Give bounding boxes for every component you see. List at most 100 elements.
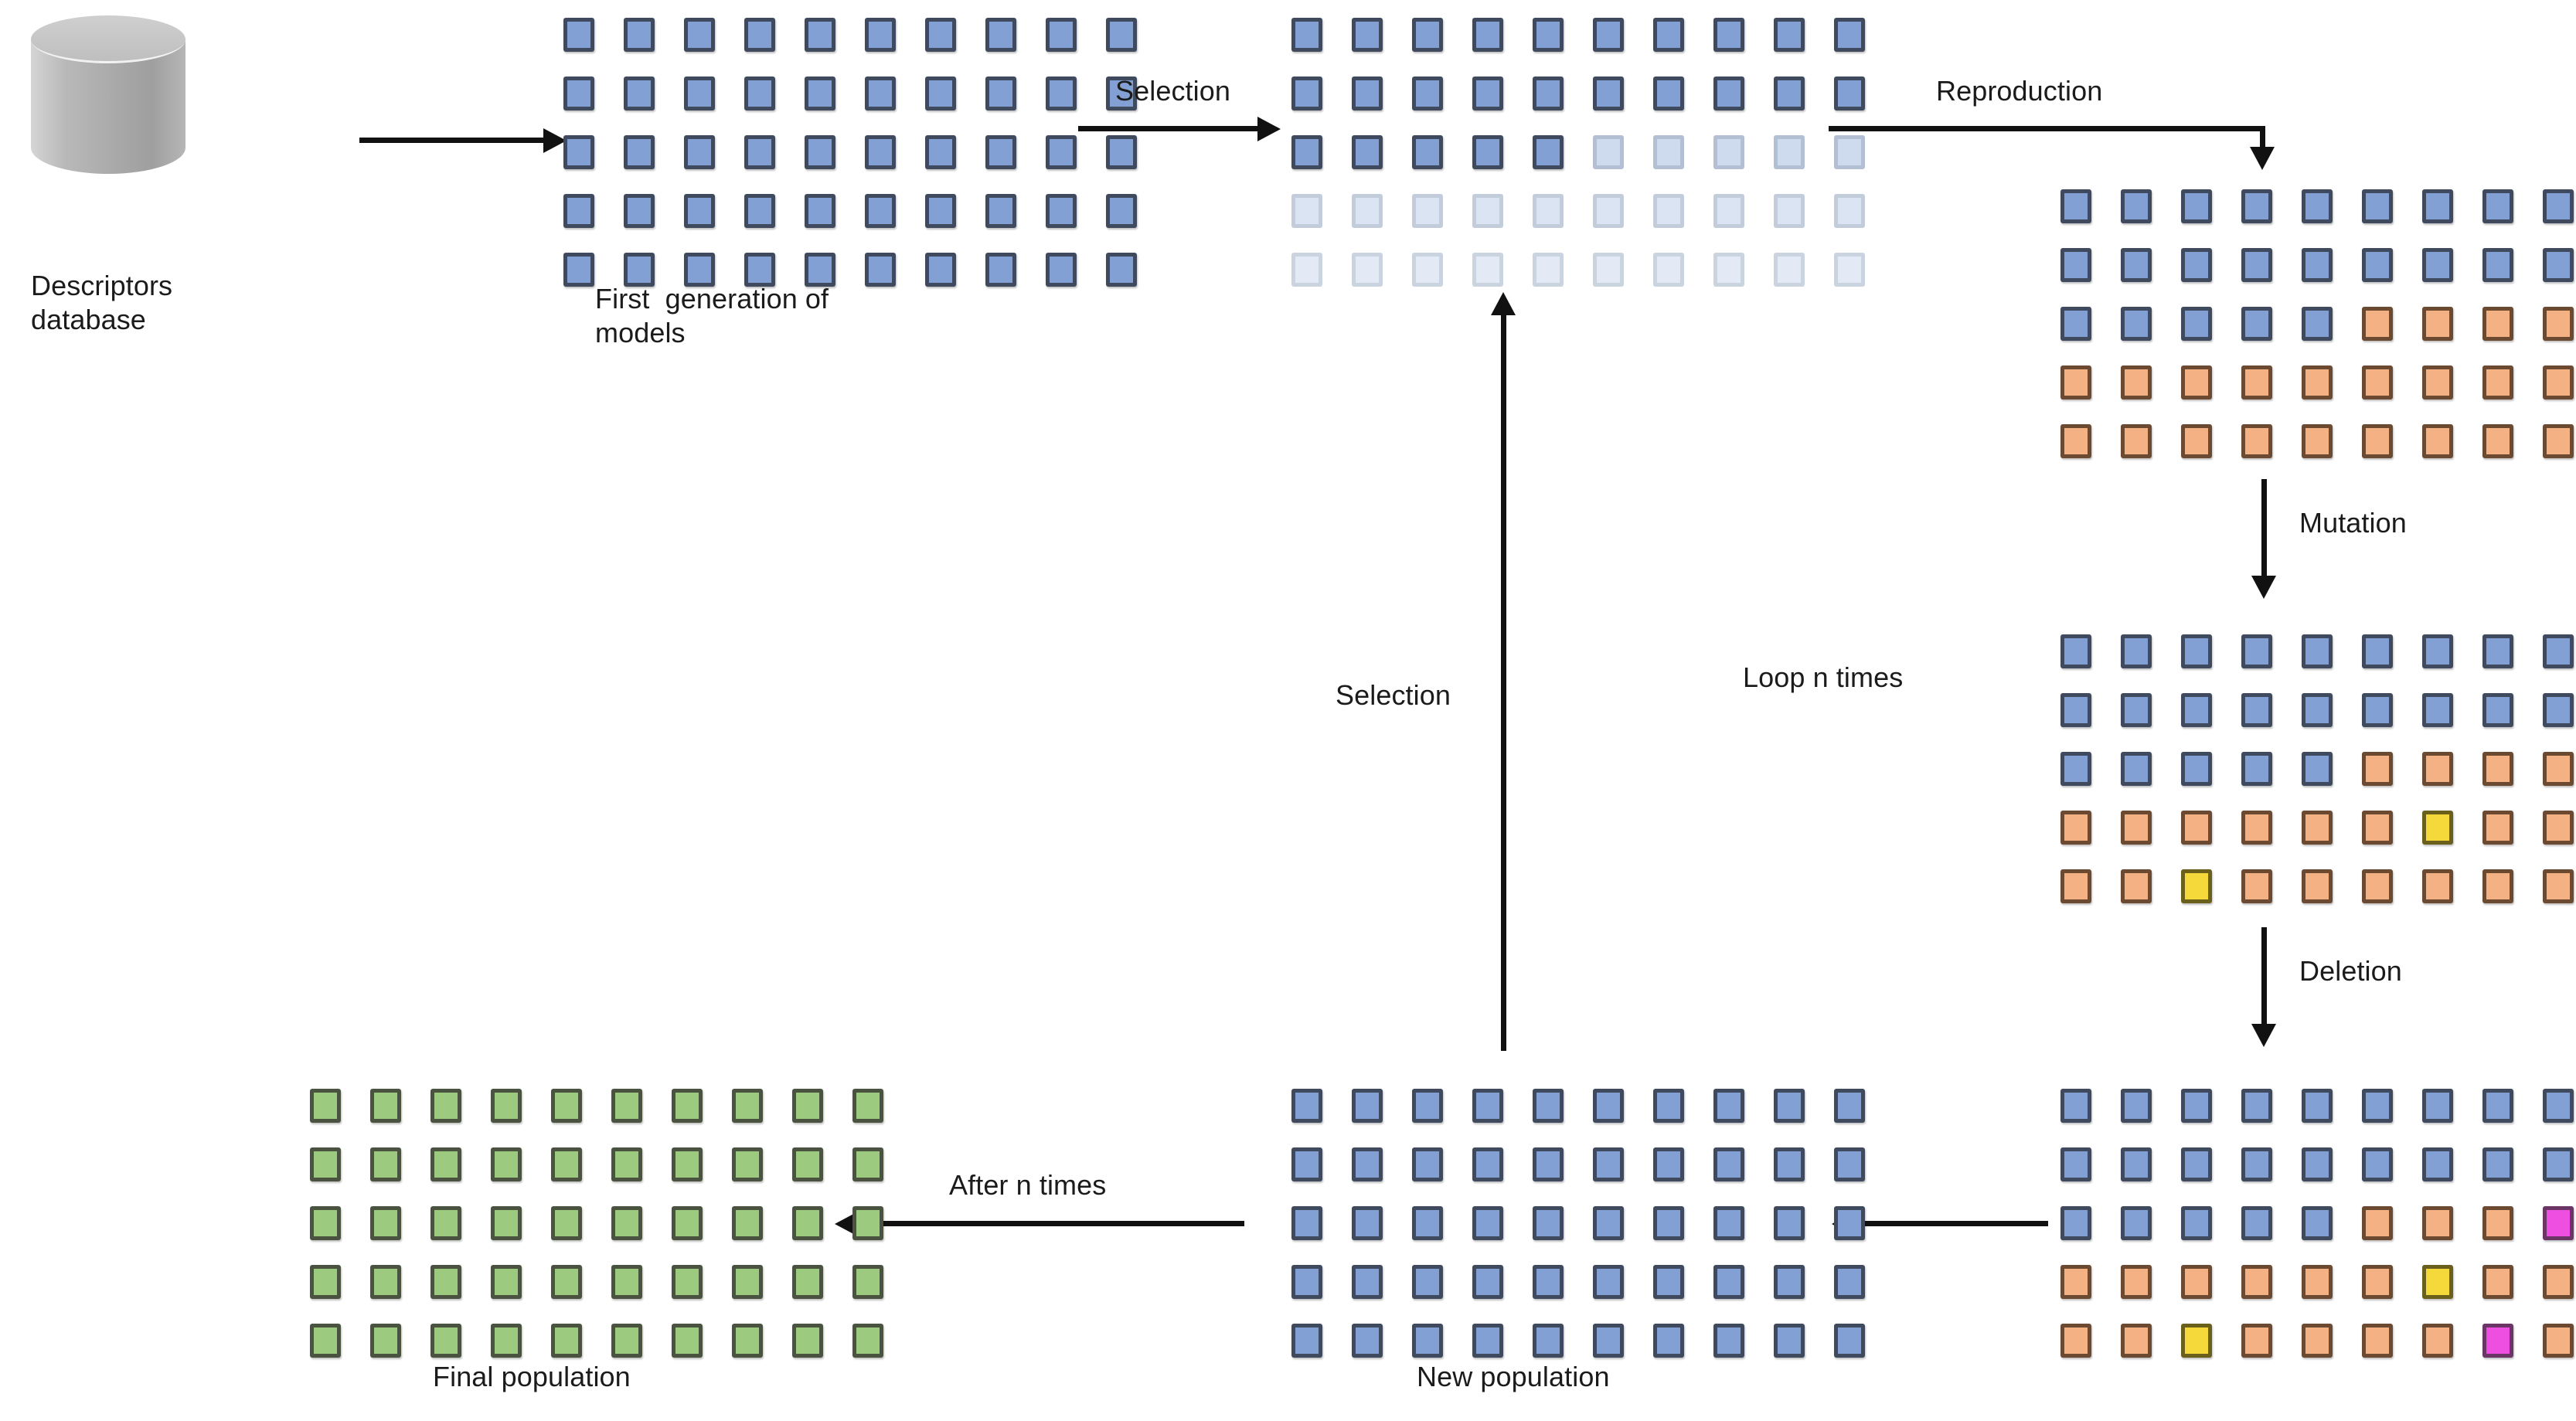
model-square: [2060, 634, 2091, 668]
grid-first-generation: [555, 11, 1145, 294]
arrow-selection-top-head: [1257, 117, 1281, 141]
edge-label-deletion: Deletion: [2299, 955, 2402, 987]
model-square: [672, 1089, 703, 1123]
arrow-after-n-times-line: [858, 1221, 1244, 1226]
model-square: [2422, 424, 2453, 458]
model-square: [1774, 1206, 1805, 1240]
arrow-selection-top-line: [1078, 126, 1260, 131]
model-square: [1291, 18, 1322, 52]
model-square: [865, 76, 896, 110]
model-square: [430, 1147, 461, 1181]
model-square: [925, 253, 956, 287]
model-square: [611, 1265, 642, 1299]
model-square: [2181, 1147, 2212, 1181]
model-square: [2181, 752, 2212, 786]
model-square: [1713, 1206, 1744, 1240]
model-square: [2422, 365, 2453, 399]
model-square: [1713, 253, 1744, 287]
model-square: [2241, 811, 2272, 845]
model-square: [1291, 253, 1322, 287]
model-square: [563, 76, 594, 110]
arrow-deletion-line: [2261, 927, 2267, 1032]
model-square: [2121, 1265, 2152, 1299]
model-square: [563, 194, 594, 228]
model-square: [430, 1206, 461, 1240]
model-square: [1774, 194, 1805, 228]
model-square: [2241, 189, 2272, 223]
edge-label-reproduction: Reproduction: [1936, 75, 2103, 107]
model-square: [2302, 1324, 2333, 1358]
model-square: [1412, 76, 1443, 110]
model-square: [2241, 424, 2272, 458]
model-square: [1291, 1147, 1322, 1181]
model-square: [2302, 189, 2333, 223]
model-square: [2121, 811, 2152, 845]
model-square: [2422, 248, 2453, 282]
arrow-mutation-head: [2251, 576, 2276, 599]
model-square: [2241, 248, 2272, 282]
model-square: [1291, 1324, 1322, 1358]
model-square: [430, 1324, 461, 1358]
model-square: [1593, 1147, 1624, 1181]
model-square: [672, 1206, 703, 1240]
model-square: [611, 1147, 642, 1181]
model-square: [2482, 811, 2513, 845]
model-square: [2422, 307, 2453, 341]
model-square: [2121, 1324, 2152, 1358]
model-square: [2302, 248, 2333, 282]
model-square: [2121, 424, 2152, 458]
model-square: [1412, 18, 1443, 52]
model-square: [2362, 1324, 2393, 1358]
model-square: [2060, 307, 2091, 341]
model-square: [1533, 135, 1564, 169]
arrow-mutation-line: [2261, 479, 2267, 583]
model-square: [1106, 18, 1137, 52]
model-square: [1352, 1089, 1383, 1123]
model-square: [2302, 811, 2333, 845]
model-square: [491, 1265, 522, 1299]
arrow-reproduction-h-line: [1829, 126, 2265, 131]
model-square: [2121, 869, 2152, 903]
model-square: [2181, 365, 2212, 399]
model-square: [1774, 1324, 1805, 1358]
model-square: [2362, 693, 2393, 727]
model-square: [2422, 1089, 2453, 1123]
model-square: [2362, 248, 2393, 282]
model-square: [1593, 1206, 1624, 1240]
model-square: [2060, 365, 2091, 399]
model-square: [2302, 1147, 2333, 1181]
model-square: [1834, 1324, 1865, 1358]
model-square: [852, 1147, 883, 1181]
model-square: [2060, 1089, 2091, 1123]
model-square: [2362, 752, 2393, 786]
model-square: [2543, 307, 2574, 341]
model-square: [2362, 1147, 2393, 1181]
model-square: [985, 18, 1016, 52]
model-square: [2241, 1324, 2272, 1358]
model-square: [624, 253, 655, 287]
model-square: [1533, 1206, 1564, 1240]
model-square: [624, 135, 655, 169]
model-square: [1352, 1147, 1383, 1181]
model-square: [1774, 76, 1805, 110]
model-square: [792, 1206, 823, 1240]
arrow-selection-vertical-line: [1501, 313, 1506, 1051]
model-square: [611, 1089, 642, 1123]
model-square: [2302, 1206, 2333, 1240]
model-square: [1593, 194, 1624, 228]
model-square: [563, 135, 594, 169]
model-square: [2422, 634, 2453, 668]
model-square: [732, 1089, 763, 1123]
model-square: [2121, 752, 2152, 786]
model-square: [792, 1324, 823, 1358]
model-square: [370, 1265, 401, 1299]
model-square: [1291, 135, 1322, 169]
model-square: [2121, 248, 2152, 282]
model-square: [1412, 253, 1443, 287]
model-square: [2060, 1324, 2091, 1358]
model-square: [2482, 1265, 2513, 1299]
model-square: [370, 1324, 401, 1358]
model-square: [684, 18, 715, 52]
model-square: [1653, 1324, 1684, 1358]
model-square: [2362, 634, 2393, 668]
